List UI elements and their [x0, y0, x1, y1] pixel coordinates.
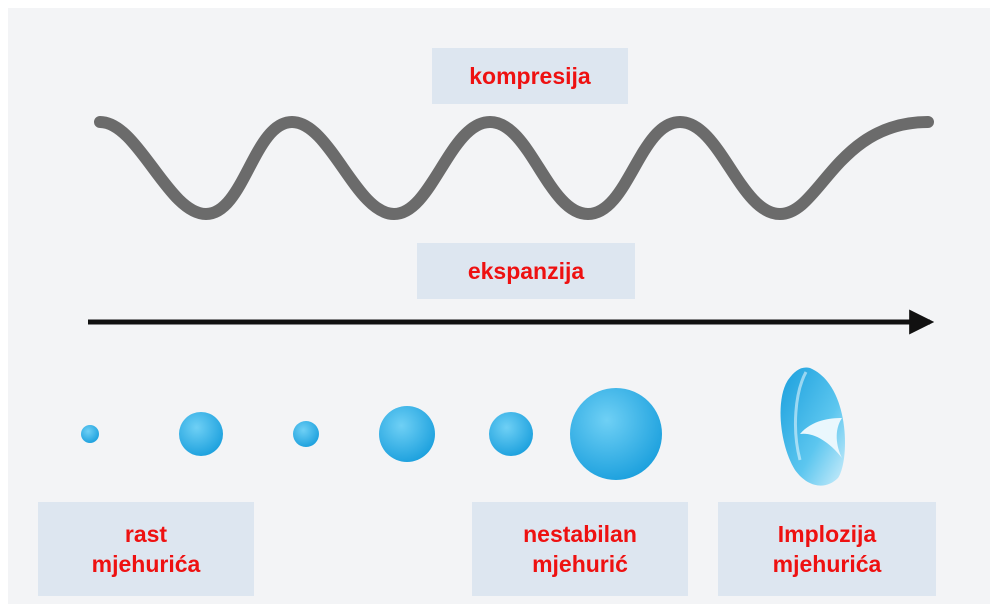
compression-text: kompresija: [469, 63, 591, 89]
unstable-line-2: mjehurić: [532, 551, 628, 577]
implosion-label: Implozija mjehurića: [718, 502, 936, 596]
growth-line-2: mjehurića: [91, 551, 201, 577]
sine-wave-icon: [94, 115, 934, 221]
unstable-line-1: nestabilan: [523, 521, 637, 547]
bubble-icon: [81, 425, 99, 443]
bubble-icon: [489, 412, 533, 456]
bubble-growth-label: rast mjehurića: [38, 502, 254, 596]
imploding-bubble-icon: [780, 367, 845, 486]
compression-label: kompresija: [432, 48, 628, 104]
growth-line-1: rast: [124, 521, 168, 547]
expansion-label: ekspanzija: [417, 243, 635, 299]
unstable-bubble-label: nestabilan mjehurić: [472, 502, 688, 596]
bubble-icon: [379, 406, 435, 462]
bubble-icon: [293, 421, 319, 447]
bubble-icon: [570, 388, 662, 480]
implosion-line-1: Implozija: [777, 521, 877, 547]
implosion-line-2: mjehurića: [772, 551, 882, 577]
bubble-icon: [179, 412, 223, 456]
expansion-text: ekspanzija: [467, 258, 585, 284]
